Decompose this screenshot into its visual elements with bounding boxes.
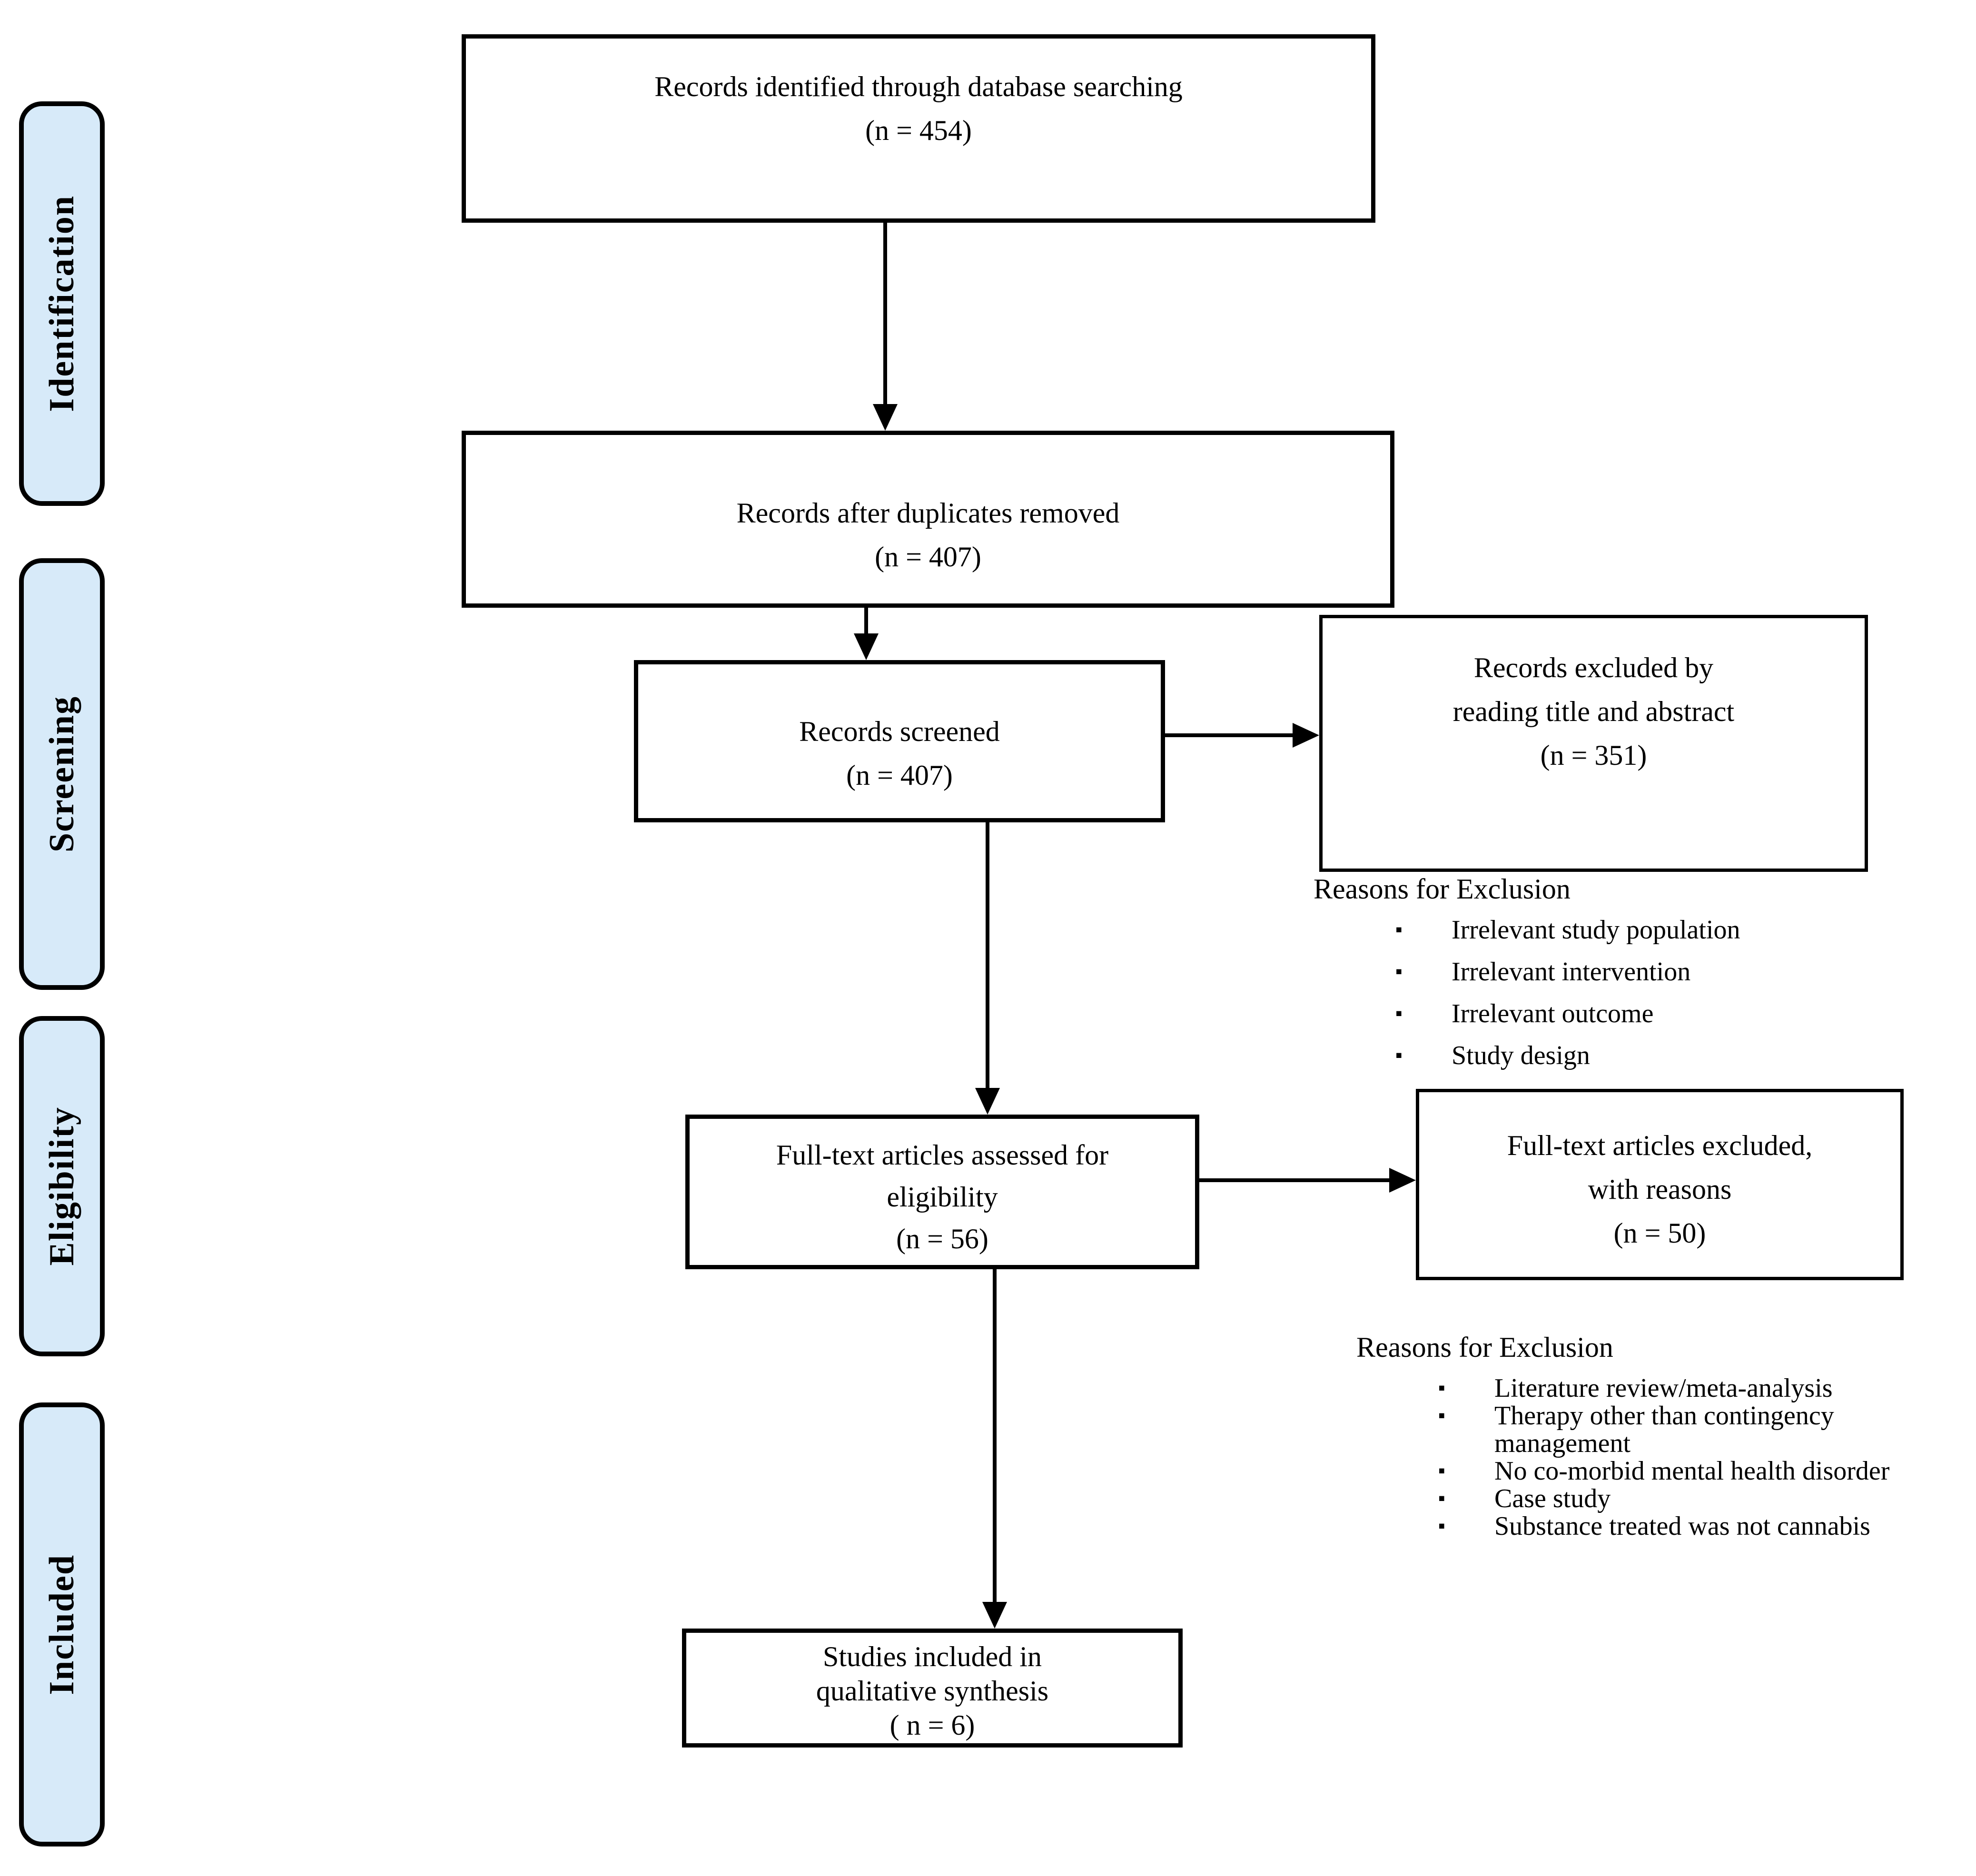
arrow-line-identified-to-duplicates [883,223,887,406]
box-label: reading title and abstract [1452,696,1735,727]
box-fulltext-excluded: Full-text articles excluded, with reason… [1416,1089,1904,1280]
exclusion-reason-text: No co-morbid mental health disorder [1494,1456,1890,1486]
exclusion-reasons-heading: Reasons for Exclusion [1356,1332,1613,1363]
box-duplicates-removed: Records after duplicates removed (n = 40… [462,431,1394,608]
stage-label-screening: Screening [19,558,105,990]
exclusion-reason-item: ▪ No co-morbid mental health disorder [1438,1457,1976,1485]
arrowhead-down-icon [982,1602,1007,1629]
exclusion-reasons-screening: Reasons for Exclusion ▪ Irrelevant study… [1314,873,1976,1084]
bullet-square-icon: ▪ [1395,1045,1403,1066]
box-label: Records excluded by [1473,652,1714,683]
exclusion-reason-item: ▪ Literature review/meta-analysis [1438,1374,1976,1402]
arrowhead-down-icon [854,633,879,660]
box-count: ( n = 6) [889,1709,975,1741]
bullet-square-icon: ▪ [1438,1515,1445,1537]
arrow-line-fulltext-to-included [993,1269,997,1604]
box-fulltext-assessed: Full-text articles assessed for eligibil… [685,1115,1199,1269]
exclusion-reason-text: Irrelevant intervention [1452,957,1691,987]
exclusion-reason-text: Literature review/meta-analysis [1494,1373,1833,1403]
bullet-square-icon: ▪ [1438,1460,1445,1482]
box-label: Full-text articles excluded, [1507,1130,1813,1161]
exclusion-reason-item: ▪ Therapy other than contingency managem… [1438,1402,1976,1457]
box-label: Records screened [799,716,1000,747]
exclusion-reason-text: Irrelevant study population [1452,915,1740,945]
stage-label-text: Eligibility [42,1106,81,1266]
bullet-square-icon: ▪ [1438,1405,1445,1427]
box-studies-included: Studies included in qualitative synthesi… [682,1629,1183,1748]
exclusion-reason-text: Case study [1494,1484,1611,1513]
box-records-excluded-title-abstract: Records excluded by reading title and ab… [1319,615,1868,872]
exclusion-reason-text: Therapy other than contingency managemen… [1494,1401,1834,1458]
exclusion-reason-item: ▪ Study design [1395,1042,1976,1069]
box-label: with reasons [1588,1174,1732,1205]
exclusion-reasons-heading: Reasons for Exclusion [1314,873,1571,905]
arrowhead-down-icon [975,1088,1000,1115]
arrowhead-right-icon [1293,723,1319,748]
box-count: (n = 50) [1613,1217,1706,1249]
bullet-square-icon: ▪ [1395,919,1403,941]
bullet-square-icon: ▪ [1438,1488,1445,1510]
stage-label-text: Identification [42,195,81,412]
bullet-square-icon: ▪ [1395,961,1403,983]
stage-label-text: Included [42,1554,81,1695]
exclusion-reason-text: Irrelevant outcome [1452,999,1654,1028]
exclusion-reasons-list: ▪ Irrelevant study population ▪ Irreleva… [1314,916,1976,1069]
box-count: (n = 407) [846,760,953,791]
exclusion-reasons-list: ▪ Literature review/meta-analysis ▪ Ther… [1356,1374,1976,1540]
exclusion-reasons-fulltext: Reasons for Exclusion ▪ Literature revie… [1356,1332,1976,1540]
box-label: Records after duplicates removed [736,497,1120,529]
arrowhead-right-icon [1389,1168,1416,1193]
stage-label-eligibility: Eligibility [19,1016,105,1356]
exclusion-reason-text: Substance treated was not cannabis [1494,1511,1870,1541]
box-label: eligibility [887,1181,998,1213]
box-records-screened: Records screened (n = 407) [634,660,1165,822]
stage-label-text: Screening [42,695,81,853]
exclusion-reason-item: ▪ Substance treated was not cannabis [1438,1512,1976,1540]
box-label: qualitative synthesis [816,1675,1049,1707]
stage-label-identification: Identification [19,101,105,506]
box-count: (n = 351) [1540,740,1647,771]
exclusion-reason-item: ▪ Case study [1438,1485,1976,1512]
stage-label-included: Included [19,1402,105,1846]
exclusion-reason-text: Study design [1452,1041,1590,1070]
arrowhead-down-icon [873,404,898,431]
arrow-line-duplicates-to-screened [864,608,868,635]
box-count: (n = 56) [896,1223,988,1254]
arrow-line-screened-to-fulltext [986,822,989,1090]
arrow-line-screened-to-excluded [1165,733,1296,737]
exclusion-reason-item: ▪ Irrelevant study population [1395,916,1976,944]
box-label: Full-text articles assessed for [776,1139,1109,1171]
box-records-identified: Records identified through database sear… [462,34,1375,223]
exclusion-reason-item: ▪ Irrelevant outcome [1395,1000,1976,1027]
bullet-square-icon: ▪ [1395,1003,1403,1025]
exclusion-reason-item: ▪ Irrelevant intervention [1395,958,1976,986]
box-count: (n = 454) [865,115,972,146]
bullet-square-icon: ▪ [1438,1377,1445,1399]
box-label: Studies included in [823,1641,1042,1672]
box-count: (n = 407) [875,541,981,573]
box-label: Records identified through database sear… [654,71,1183,102]
arrow-line-fulltext-to-excluded [1199,1178,1392,1182]
